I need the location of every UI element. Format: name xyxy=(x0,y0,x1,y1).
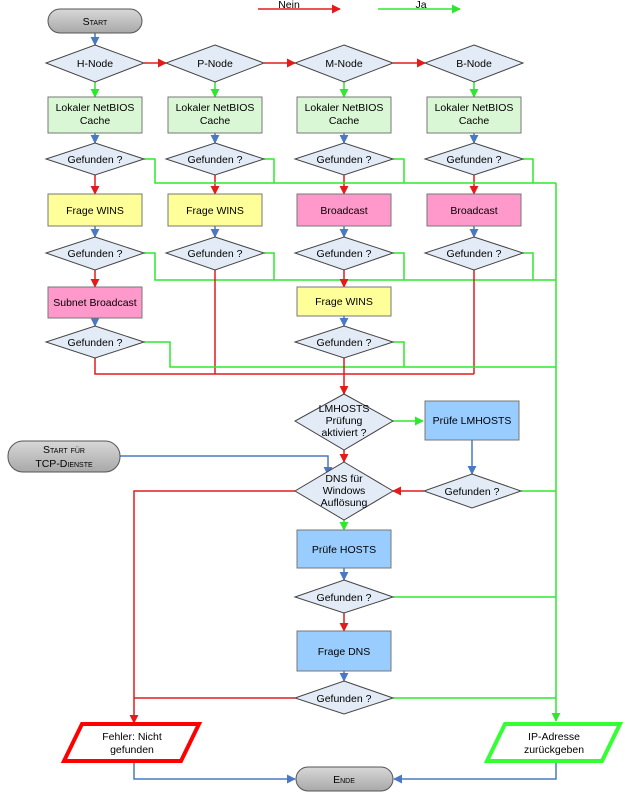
svg-text:Gefunden ?: Gefunden ? xyxy=(68,337,123,349)
p-node-cache: Lokaler NetBIOS Cache xyxy=(167,96,263,134)
legend-no-label: Nein xyxy=(278,0,300,11)
svg-text:Prüfe LMHOSTS: Prüfe LMHOSTS xyxy=(433,415,512,427)
svg-text:Frage DNS: Frage DNS xyxy=(318,646,371,658)
svg-text:Lokaler NetBIOS: Lokaler NetBIOS xyxy=(56,102,135,114)
svg-text:Cache: Cache xyxy=(200,115,231,127)
start-terminal: Start xyxy=(47,8,143,34)
check-lmhosts-box: Prüfe LMHOSTS xyxy=(424,400,520,441)
legend-yes-label: Ja xyxy=(415,0,426,11)
connectors xyxy=(90,32,561,784)
svg-text:TCP-Dienste: TCP-Dienste xyxy=(35,458,93,470)
found-decision-b-1: Gefunden ? xyxy=(423,142,525,176)
p-node-label: P-Node xyxy=(197,58,233,70)
svg-text:Gefunden ?: Gefunden ? xyxy=(317,248,372,260)
found-decision-lmhosts: Gefunden ? xyxy=(422,473,523,509)
h-node-subnet-broadcast: Subnet Broadcast xyxy=(47,286,143,319)
b-node-broadcast: Broadcast xyxy=(426,193,522,227)
p-node-query-wins: Frage WINS xyxy=(167,193,263,227)
start-label: Start xyxy=(83,16,108,28)
found-decision-h-2: Gefunden ? xyxy=(44,236,146,271)
h-node-label: H-Node xyxy=(77,58,113,70)
lmhosts-enabled-decision: LMHOSTS Prüfung aktiviert ? xyxy=(293,393,395,451)
svg-text:Gefunden ?: Gefunden ? xyxy=(445,486,500,498)
m-node-query-wins: Frage WINS xyxy=(296,286,392,317)
m-node-decision: M-Node xyxy=(293,44,395,83)
h-node-decision: H-Node xyxy=(44,44,146,83)
h-node-cache: Lokaler NetBIOS Cache xyxy=(47,96,143,134)
svg-text:Lokaler NetBIOS: Lokaler NetBIOS xyxy=(176,102,255,114)
h-node-query-wins: Frage WINS xyxy=(47,193,143,227)
svg-text:Cache: Cache xyxy=(329,115,360,127)
m-node-cache: Lokaler NetBIOS Cache xyxy=(296,96,392,134)
found-decision-p-2: Gefunden ? xyxy=(164,236,266,271)
svg-text:IP-Adresse: IP-Adresse xyxy=(528,731,580,743)
svg-text:gefunden: gefunden xyxy=(110,744,154,756)
error-not-found: Fehler: Nicht gefunden xyxy=(60,722,203,763)
svg-text:Fehler: Nicht: Fehler: Nicht xyxy=(102,731,162,743)
found-decision-m-1: Gefunden ? xyxy=(293,142,395,176)
svg-text:Frage WINS: Frage WINS xyxy=(186,205,244,217)
svg-text:Lokaler NetBIOS: Lokaler NetBIOS xyxy=(305,102,384,114)
found-decision-m-3: Gefunden ? xyxy=(293,325,395,359)
svg-text:Windows: Windows xyxy=(323,485,366,497)
found-decision-p-1: Gefunden ? xyxy=(164,142,266,176)
dns-windows-decision: DNS für Windows Auflösung xyxy=(294,461,394,521)
svg-text:Gefunden ?: Gefunden ? xyxy=(317,592,372,604)
svg-text:Gefunden ?: Gefunden ? xyxy=(317,154,372,166)
m-node-label: M-Node xyxy=(325,58,363,70)
svg-text:aktiviert ?: aktiviert ? xyxy=(322,427,367,439)
svg-text:Subnet Broadcast: Subnet Broadcast xyxy=(53,297,137,309)
svg-text:Gefunden ?: Gefunden ? xyxy=(188,154,243,166)
found-decision-dns: Gefunden ? xyxy=(293,680,395,715)
svg-text:Gefunden ?: Gefunden ? xyxy=(68,154,123,166)
found-decision-h-1: Gefunden ? xyxy=(44,142,146,176)
start-tcp-terminal: Start für TCP-Dienste xyxy=(7,440,121,473)
svg-text:DNS für: DNS für xyxy=(325,473,363,485)
check-hosts-box: Prüfe HOSTS xyxy=(296,529,392,569)
legend: Nein Ja xyxy=(258,0,461,14)
svg-text:Cache: Cache xyxy=(459,115,490,127)
svg-text:Frage WINS: Frage WINS xyxy=(315,296,373,308)
svg-text:Gefunden ?: Gefunden ? xyxy=(447,154,502,166)
svg-text:Cache: Cache xyxy=(80,115,111,127)
end-label: Ende xyxy=(333,774,355,786)
p-node-decision: P-Node xyxy=(164,44,266,83)
b-node-label: B-Node xyxy=(456,58,492,70)
svg-text:zurückgeben: zurückgeben xyxy=(524,744,584,756)
return-ip-address: IP-Adresse zurückgeben xyxy=(483,722,624,763)
svg-text:Gefunden ?: Gefunden ? xyxy=(447,248,502,260)
query-dns-box: Frage DNS xyxy=(296,630,392,672)
svg-text:Frage WINS: Frage WINS xyxy=(66,205,124,217)
svg-text:LMHOSTS: LMHOSTS xyxy=(319,403,370,415)
b-node-cache: Lokaler NetBIOS Cache xyxy=(426,96,522,134)
svg-text:Auflösung: Auflösung xyxy=(321,497,368,509)
svg-text:Prüfe HOSTS: Prüfe HOSTS xyxy=(312,544,376,556)
svg-text:Broadcast: Broadcast xyxy=(450,205,497,217)
svg-text:Lokaler NetBIOS: Lokaler NetBIOS xyxy=(435,102,514,114)
svg-text:Gefunden ?: Gefunden ? xyxy=(317,693,372,705)
found-decision-hosts: Gefunden ? xyxy=(293,579,395,614)
b-node-decision: B-Node xyxy=(423,44,525,83)
svg-text:Gefunden ?: Gefunden ? xyxy=(317,337,372,349)
svg-text:Broadcast: Broadcast xyxy=(320,205,367,217)
svg-text:Start für: Start für xyxy=(43,444,85,456)
end-terminal: Ende xyxy=(295,766,394,792)
svg-text:Prüfung: Prüfung xyxy=(326,415,363,427)
found-decision-m-2: Gefunden ? xyxy=(293,236,395,271)
svg-text:Gefunden ?: Gefunden ? xyxy=(188,248,243,260)
svg-text:Gefunden ?: Gefunden ? xyxy=(68,248,123,260)
found-decision-h-3: Gefunden ? xyxy=(44,325,146,359)
m-node-broadcast: Broadcast xyxy=(296,193,392,227)
found-decision-b-2: Gefunden ? xyxy=(423,236,525,271)
